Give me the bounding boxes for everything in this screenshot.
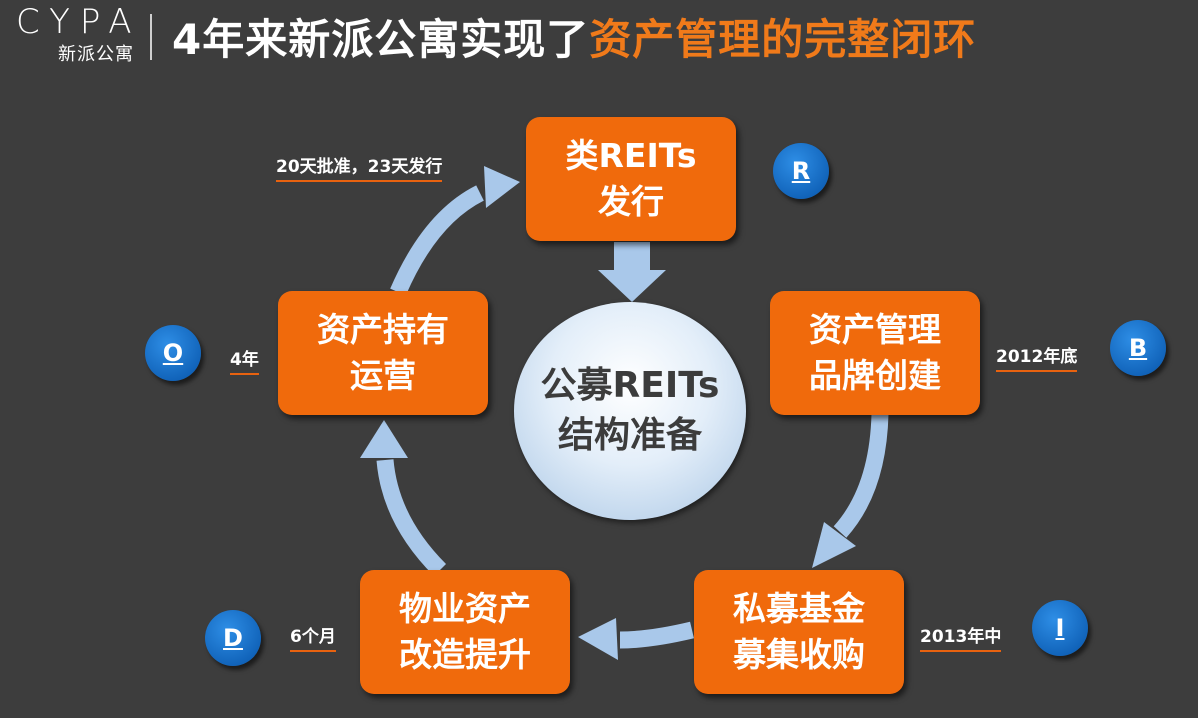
note-reits: 20天批准，23天发行 bbox=[276, 152, 443, 182]
node-brand-line1: 资产管理 bbox=[809, 310, 941, 349]
arrow-operate-to-reits-head bbox=[484, 166, 520, 208]
center-public-reits: 公募REITs 结构准备 bbox=[514, 302, 746, 520]
center-line1: 公募REITs bbox=[540, 365, 720, 406]
arrow-renovate-to-operate bbox=[376, 459, 447, 577]
arrow-operate-to-reits bbox=[390, 185, 484, 296]
note-brand: 2012年底 bbox=[996, 342, 1078, 372]
node-operate-line1: 资产持有 bbox=[317, 310, 449, 349]
title-main: 4年来新派公寓实现了 bbox=[172, 15, 590, 64]
note-fund: 2013年中 bbox=[920, 622, 1002, 652]
arrow-brand-to-fund-head bbox=[812, 522, 856, 568]
arrow-brand-to-fund bbox=[833, 413, 889, 538]
page-title: 4年来新派公寓实现了资产管理的完整闭环 bbox=[172, 6, 976, 67]
logo-subtitle: 新派公寓 bbox=[58, 44, 134, 65]
node-operate-line2: 运营 bbox=[350, 356, 416, 395]
node-renovate-line2: 改造提升 bbox=[399, 635, 531, 674]
header: CYPA 新派公寓 4年来新派公寓实现了资产管理的完整闭环 bbox=[0, 0, 1198, 80]
badge-r: R bbox=[773, 143, 829, 199]
badge-i: I bbox=[1032, 600, 1088, 656]
arrow-fund-to-renovate bbox=[619, 621, 694, 649]
badge-o: O bbox=[145, 325, 201, 381]
node-private-fund: 私募基金 募集收购 bbox=[694, 570, 904, 694]
center-line2: 结构准备 bbox=[557, 415, 702, 456]
arrow-reits-to-center-shaft bbox=[614, 242, 650, 270]
node-renovation: 物业资产 改造提升 bbox=[360, 570, 570, 694]
node-fund-line2: 募集收购 bbox=[733, 635, 865, 674]
node-operation: 资产持有 运营 bbox=[278, 291, 488, 415]
note-operate: 4年 bbox=[230, 345, 259, 375]
node-fund-line1: 私募基金 bbox=[733, 589, 865, 628]
badge-d: D bbox=[205, 610, 261, 666]
arrow-renovate-to-operate-head bbox=[360, 420, 408, 458]
badge-b: B bbox=[1110, 320, 1166, 376]
node-reits-line1: 类REITs bbox=[565, 136, 697, 175]
note-renovate: 6个月 bbox=[290, 622, 336, 652]
logo-wordmark: CYPA bbox=[16, 2, 142, 42]
node-reits-line2: 发行 bbox=[598, 182, 664, 221]
title-highlight: 资产管理的完整闭环 bbox=[589, 15, 977, 64]
node-reits-issuance: 类REITs 发行 bbox=[526, 117, 736, 241]
node-brand-line2: 品牌创建 bbox=[809, 356, 941, 395]
node-renovate-line1: 物业资产 bbox=[399, 589, 531, 628]
arrow-reits-to-center-head bbox=[598, 270, 666, 302]
arrow-fund-to-renovate-head bbox=[578, 618, 618, 660]
node-brand-creation: 资产管理 品牌创建 bbox=[770, 291, 980, 415]
logo-divider bbox=[150, 14, 152, 60]
